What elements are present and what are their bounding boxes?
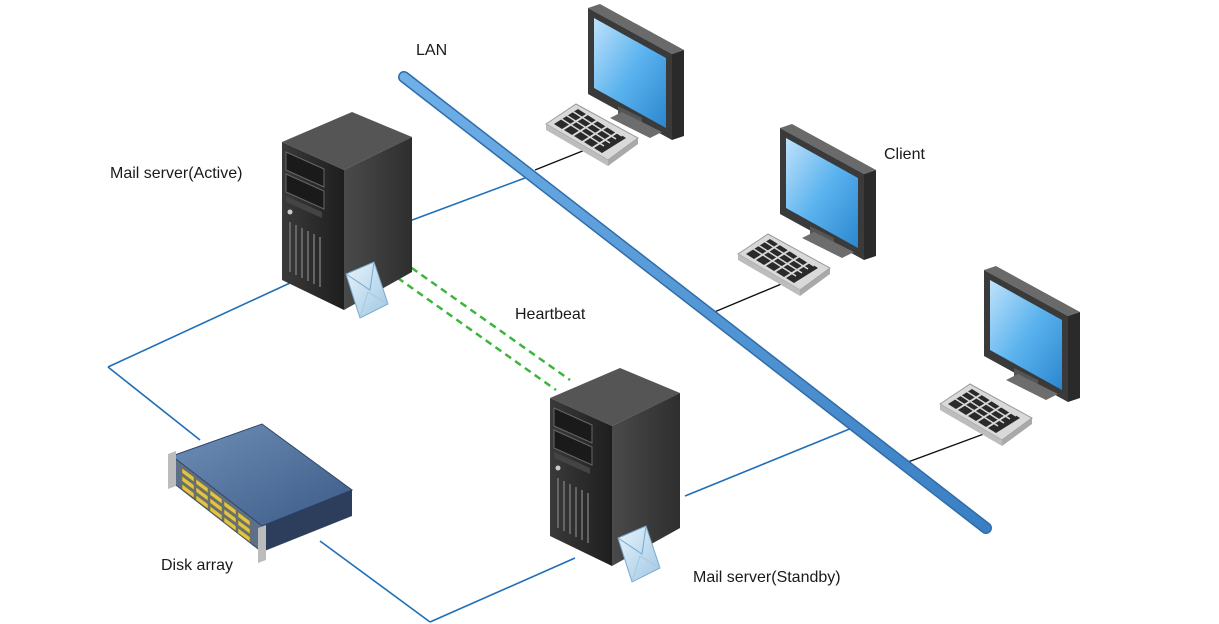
client-3: [939, 266, 1080, 447]
mail-server-standby: [549, 367, 681, 567]
network-links: [107, 177, 853, 623]
tower-server-icon: [549, 367, 681, 567]
link-standby-to-lan: [684, 427, 853, 497]
monitor-icon: [780, 124, 876, 260]
link-active-to-left-bus: [107, 282, 291, 368]
mail-server-standby-label: Mail server(Standby): [693, 569, 841, 586]
link-bottom-to-standby: [429, 557, 576, 623]
lan-bus: [398, 71, 992, 534]
monitor-icon: [984, 266, 1080, 402]
link-disk-to-bottom: [319, 540, 431, 623]
mail-server-active: [281, 111, 413, 311]
client-1: [545, 4, 684, 167]
client-label: Client: [884, 146, 925, 163]
disk-array-icon: [168, 423, 354, 563]
keyboard-icon: [939, 383, 1033, 447]
disk-array-label: Disk array: [161, 557, 234, 574]
mail-server-active-label: Mail server(Active): [110, 165, 243, 182]
heartbeat-label: Heartbeat: [515, 306, 586, 323]
link-left-bus-to-disk: [107, 366, 201, 441]
client-2: [737, 124, 876, 297]
tower-server-icon: [281, 111, 413, 311]
heartbeat-link: [377, 252, 571, 392]
lan-label: LAN: [416, 42, 448, 59]
